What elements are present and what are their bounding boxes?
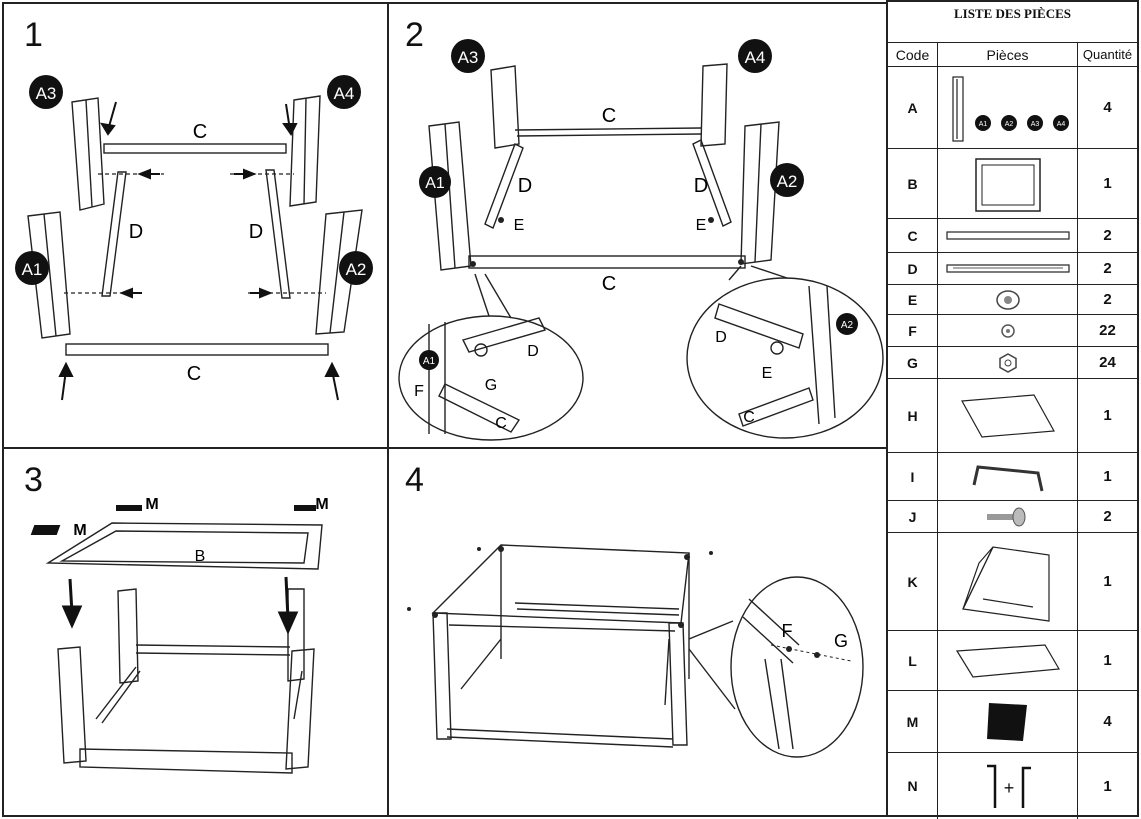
frame-square-icon <box>938 149 1078 218</box>
table-row: M 4 <box>888 690 1137 752</box>
header-quantity: Quantité <box>1082 47 1133 62</box>
svg-text:A2: A2 <box>346 260 367 279</box>
label-m-3: M <box>315 496 328 513</box>
label-c-top: C <box>193 121 207 143</box>
header-parts: Pièces <box>938 43 1078 66</box>
step-1-panel: 1 <box>2 2 389 449</box>
svg-text:A1: A1 <box>423 356 436 367</box>
svg-text:+: + <box>1003 778 1014 798</box>
label-d-right: D <box>694 175 708 197</box>
svg-text:A1: A1 <box>978 121 987 128</box>
zoom-right-badge-a2: A2 <box>836 313 858 335</box>
label-c-bottom: C <box>602 273 616 295</box>
step-4-number: 4 <box>405 461 424 499</box>
table-row: F 22 <box>888 314 1137 346</box>
label-g: G <box>834 631 848 651</box>
step-2-panel: 2 <box>387 2 888 449</box>
label-c-top: C <box>602 105 616 127</box>
svg-text:A1: A1 <box>425 175 445 192</box>
badge-a2: A2 <box>770 163 804 197</box>
badge-a1: A1 <box>419 166 451 198</box>
table-row: H 1 <box>888 378 1137 452</box>
zoom-right-label-d: D <box>715 329 727 346</box>
zoom-left-badge-a1: A1 <box>419 350 439 370</box>
label-d-left: D <box>129 221 143 243</box>
zoom-right-label-c: C <box>743 409 755 426</box>
svg-text:A4: A4 <box>1056 121 1065 128</box>
plate-panel-icon <box>938 379 1078 452</box>
zoom-right-label-e: E <box>762 365 773 382</box>
label-m-2: M <box>145 496 158 513</box>
label-e-right: E <box>696 217 707 234</box>
badge-a4: A4 <box>738 39 772 73</box>
table-row: E 2 <box>888 284 1137 314</box>
label-e-left: E <box>514 217 525 234</box>
hex-nut-icon <box>938 347 1078 378</box>
long-bar-icon <box>938 219 1078 252</box>
table-row: I 1 <box>888 452 1137 500</box>
table-row: C 2 <box>888 218 1137 252</box>
svg-text:A3: A3 <box>36 84 57 103</box>
svg-text:A3: A3 <box>458 48 479 67</box>
label-f: F <box>782 621 793 641</box>
badge-a3: A3 <box>29 75 63 109</box>
svg-text:A3: A3 <box>1030 121 1039 128</box>
allen-key-icon: + <box>938 753 1078 819</box>
parts-list-table: LISTE DES PIÈCES Code Pièces Quantité A … <box>886 0 1139 819</box>
step-3-diagram: M M M B <box>30 496 329 774</box>
step-1-diagram: A3 A4 A1 A2 C C D D <box>15 75 373 401</box>
slotted-bar-icon <box>938 253 1078 284</box>
zoom-left-label-g: G <box>485 377 497 394</box>
label-m-1: M <box>73 522 86 539</box>
badge-a3: A3 <box>451 39 485 73</box>
table-row: K 1 <box>888 532 1137 630</box>
table-row: L 1 <box>888 630 1137 690</box>
label-d-left: D <box>518 175 532 197</box>
step-2-diagram: A3 A4 A1 A2 C C D D E E A1 D F G C A2 D … <box>398 39 884 441</box>
step-3-number: 3 <box>24 461 43 499</box>
step-4-diagram: F G <box>407 544 864 758</box>
table-row: D 2 <box>888 252 1137 284</box>
step-2-number: 2 <box>405 16 424 54</box>
label-d-right: D <box>249 221 263 243</box>
svg-text:A1: A1 <box>22 260 43 279</box>
table-row: J 2 <box>888 500 1137 532</box>
step-4-panel: 4 F G <box>387 447 888 817</box>
header-code: Code <box>888 43 938 66</box>
wheel-roller-icon <box>938 285 1078 314</box>
zoom-left-label-c: C <box>495 415 507 432</box>
svg-text:A4: A4 <box>745 48 766 67</box>
table-row: B 1 <box>888 148 1137 218</box>
zoom-left-label-f: F <box>414 383 424 400</box>
handle-icon <box>938 453 1078 500</box>
drawer-tray-icon <box>938 533 1078 630</box>
table-row: N + 1 <box>888 752 1137 819</box>
bolt-icon <box>938 501 1078 532</box>
table-header-row: Code Pièces Quantité <box>888 42 1137 66</box>
table-row: G 24 <box>888 346 1137 378</box>
small-screw-icon <box>938 315 1078 346</box>
badge-a1: A1 <box>15 251 49 285</box>
parts-list-title: LISTE DES PIÈCES <box>953 6 1072 21</box>
leg-post-icon: A1 A2 A3 A4 <box>938 67 1078 148</box>
badge-a2: A2 <box>339 251 373 285</box>
label-c-bottom: C <box>187 363 201 385</box>
foot-pad-icon <box>938 691 1078 752</box>
svg-text:A2: A2 <box>777 172 798 191</box>
label-b: B <box>195 548 206 565</box>
badge-a4: A4 <box>327 75 361 109</box>
svg-text:A2: A2 <box>841 320 854 331</box>
zoom-left-label-d: D <box>527 343 539 360</box>
svg-text:A2: A2 <box>1004 121 1013 128</box>
step-3-panel: 3 M M M B <box>2 447 389 817</box>
flat-board-icon <box>938 631 1078 690</box>
svg-text:A4: A4 <box>334 84 355 103</box>
table-row: A A1 A2 A3 A4 4 <box>888 66 1137 148</box>
step-1-number: 1 <box>24 16 43 54</box>
